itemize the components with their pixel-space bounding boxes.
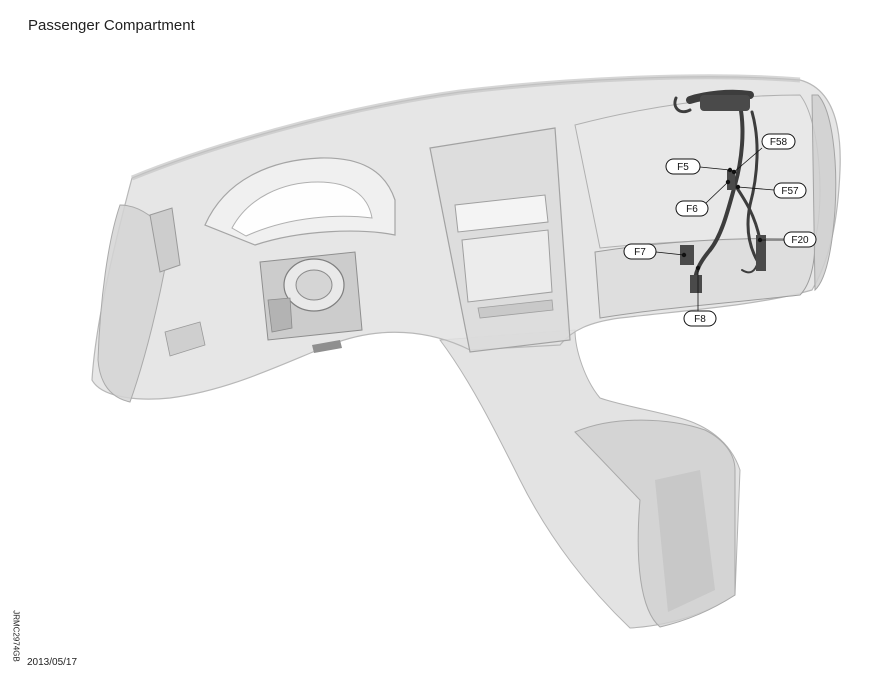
callout-f58-label: F58 [770,137,788,148]
callout-f6: F6 [675,200,709,217]
harness-connectors [680,95,766,293]
callout-f58: F58 [761,133,796,150]
steering-column [259,251,363,341]
callout-f6-label: F6 [686,204,698,215]
console-side-shade [655,470,715,612]
callout-f7: F7 [623,243,657,260]
left-vent [149,207,181,273]
image-code-label: JRMC2974GB [11,610,21,662]
callout-f7-label: F7 [634,247,646,258]
callout-f20-label: F20 [791,235,809,246]
callout-leaders [655,147,784,311]
knee-panel-vent [312,340,342,353]
callout-f57-label: F57 [781,186,799,197]
footer-date: 2013/05/17 [27,657,78,668]
callout-f8: F8 [683,310,717,327]
callout-f5: F5 [665,158,701,175]
lower-left-trim [164,321,206,357]
wiring-harness [673,89,762,292]
page-title: Passenger Compartment [28,17,195,34]
callout-f57: F57 [773,182,807,199]
center-stack [429,127,571,353]
callout-f20: F20 [783,231,817,248]
image-code: JRMC2974GB [10,610,22,662]
dashboard-top-edge [131,74,801,181]
callout-f5-label: F5 [677,162,689,173]
callout-f8-label: F8 [694,314,706,325]
cluster-opening [231,181,373,237]
